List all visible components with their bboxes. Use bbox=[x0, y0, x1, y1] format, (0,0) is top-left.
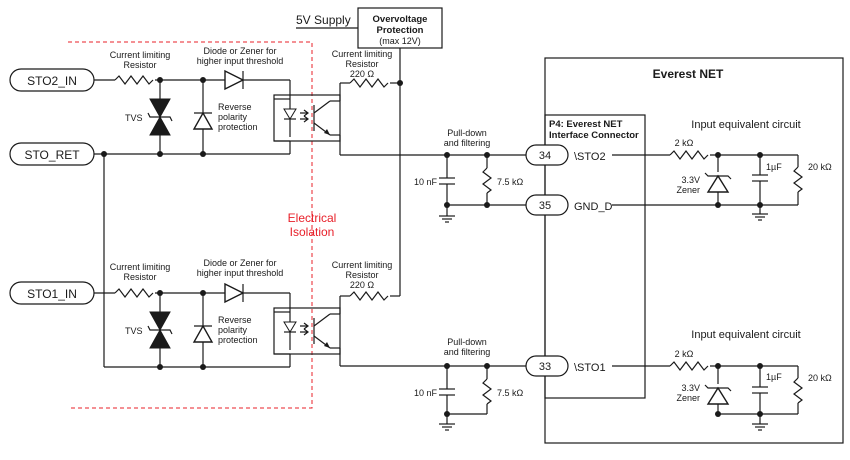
equiv-upper-r2k: 2 kΩ bbox=[675, 138, 694, 148]
sto2-pulldown-label-2: and filtering bbox=[444, 138, 491, 148]
sto2-resistor-label-2: Resistor bbox=[123, 60, 156, 70]
sto2-in-terminal: STO2_IN bbox=[9, 68, 95, 92]
isolation-label-1: Electrical bbox=[288, 211, 337, 225]
sto1-output-stage: Current limiting Resistor 220 Ω Pull-dow… bbox=[330, 260, 528, 431]
sto1-optocoupler bbox=[273, 307, 341, 355]
sto1-resistor-label-1: Current limiting bbox=[110, 262, 171, 272]
equivalent-circuit-upper: Input equivalent circuit 2 kΩ 3.3V Zener… bbox=[612, 119, 832, 221]
pin-34: 34 \STO2 bbox=[525, 144, 606, 166]
sto1-cap-label: 10 nF bbox=[414, 388, 438, 398]
ovp-title-1: Overvoltage bbox=[373, 14, 428, 25]
p4-connector bbox=[544, 114, 646, 399]
equiv-upper-zener-1: 3.3V bbox=[681, 175, 700, 185]
sto2-output-stage: Current limiting Resistor 220 Ω Pull-dow… bbox=[330, 49, 528, 223]
sto2-tvs-label: TVS bbox=[125, 113, 143, 123]
pin-35-number: 35 bbox=[539, 200, 551, 212]
sto1-in-label: STO1_IN bbox=[27, 287, 77, 301]
sto2-pulldown-label-1: Pull-down bbox=[447, 128, 487, 138]
p4-connector-label-2: Interface Connector bbox=[549, 130, 639, 141]
equiv-lower-cap: 1µF bbox=[766, 372, 782, 382]
sto2-diode-label-1: Diode or Zener for bbox=[203, 46, 276, 56]
ovp-subtitle: (max 12V) bbox=[379, 36, 421, 46]
sto2-pulldown-value: 7.5 kΩ bbox=[497, 177, 524, 187]
sto1-pullup-label-2: Resistor bbox=[345, 270, 378, 280]
pin-33-signal: \STO1 bbox=[574, 362, 606, 374]
pin-34-number: 34 bbox=[539, 150, 551, 162]
pin-34-signal: \STO2 bbox=[574, 151, 606, 163]
sto-ret-label: STO_RET bbox=[24, 148, 80, 162]
equivalent-circuit-lower: Input equivalent circuit 2 kΩ 3.3V Zener… bbox=[612, 329, 832, 431]
sto-ret-terminal: STO_RET bbox=[9, 142, 95, 166]
sto1-resistor-label-2: Resistor bbox=[123, 272, 156, 282]
sto2-rev-label-2: polarity bbox=[218, 112, 248, 122]
sto2-pullup-label-1: Current limiting bbox=[332, 49, 393, 59]
sto1-diode-label-1: Diode or Zener for bbox=[203, 258, 276, 268]
sto2-pullup-value: 220 Ω bbox=[350, 69, 375, 79]
sto1-pulldown-value: 7.5 kΩ bbox=[497, 388, 524, 398]
isolation-boundary bbox=[68, 41, 313, 409]
pin-35: 35 GND_D bbox=[525, 194, 613, 216]
ovp-title-2: Protection bbox=[377, 25, 424, 36]
sto2-rev-label-3: protection bbox=[218, 122, 258, 132]
sto2-rev-label-1: Reverse bbox=[218, 102, 252, 112]
sto2-diode-label-2: higher input threshold bbox=[197, 56, 284, 66]
everest-net-title: Everest NET bbox=[653, 67, 724, 81]
sto1-input-stage: Current limiting Resistor Diode or Zener… bbox=[94, 258, 291, 370]
sto1-in-terminal: STO1_IN bbox=[9, 281, 95, 305]
sto1-rev-label-2: polarity bbox=[218, 325, 248, 335]
sto1-pullup-label-1: Current limiting bbox=[332, 260, 393, 270]
sto1-pulldown-label-1: Pull-down bbox=[447, 337, 487, 347]
sto1-pullup-value: 220 Ω bbox=[350, 280, 375, 290]
sto2-resistor-label-1: Current limiting bbox=[110, 50, 171, 60]
equiv-lower-zener-1: 3.3V bbox=[681, 383, 700, 393]
sto2-input-stage: Current limiting Resistor Diode or Zener… bbox=[94, 46, 291, 157]
p4-connector-label-1: P4: Everest NET bbox=[549, 119, 623, 130]
equiv-title-upper: Input equivalent circuit bbox=[691, 119, 800, 131]
sto1-pulldown-label-2: and filtering bbox=[444, 347, 491, 357]
supply-label: 5V Supply bbox=[296, 13, 351, 27]
isolation-label-2: Isolation bbox=[290, 225, 335, 239]
equiv-upper-zener-2: Zener bbox=[676, 185, 700, 195]
sto2-optocoupler bbox=[273, 94, 341, 142]
sto1-rev-label-3: protection bbox=[218, 335, 258, 345]
sto2-in-label: STO2_IN bbox=[27, 74, 77, 88]
sto1-rev-label-1: Reverse bbox=[218, 315, 252, 325]
equiv-lower-r20k: 20 kΩ bbox=[808, 373, 832, 383]
equiv-title-lower: Input equivalent circuit bbox=[691, 329, 800, 341]
equiv-lower-r2k: 2 kΩ bbox=[675, 349, 694, 359]
sto2-cap-label: 10 nF bbox=[414, 177, 438, 187]
sto1-diode-label-2: higher input threshold bbox=[197, 268, 284, 278]
equiv-lower-zener-2: Zener bbox=[676, 393, 700, 403]
equiv-upper-r20k: 20 kΩ bbox=[808, 162, 832, 172]
pin-33: 33 \STO1 bbox=[525, 355, 606, 377]
pin-35-signal: GND_D bbox=[574, 201, 613, 213]
sto2-pullup-label-2: Resistor bbox=[345, 59, 378, 69]
sto1-tvs-label: TVS bbox=[125, 326, 143, 336]
pin-33-number: 33 bbox=[539, 361, 551, 373]
equiv-upper-cap: 1µF bbox=[766, 162, 782, 172]
